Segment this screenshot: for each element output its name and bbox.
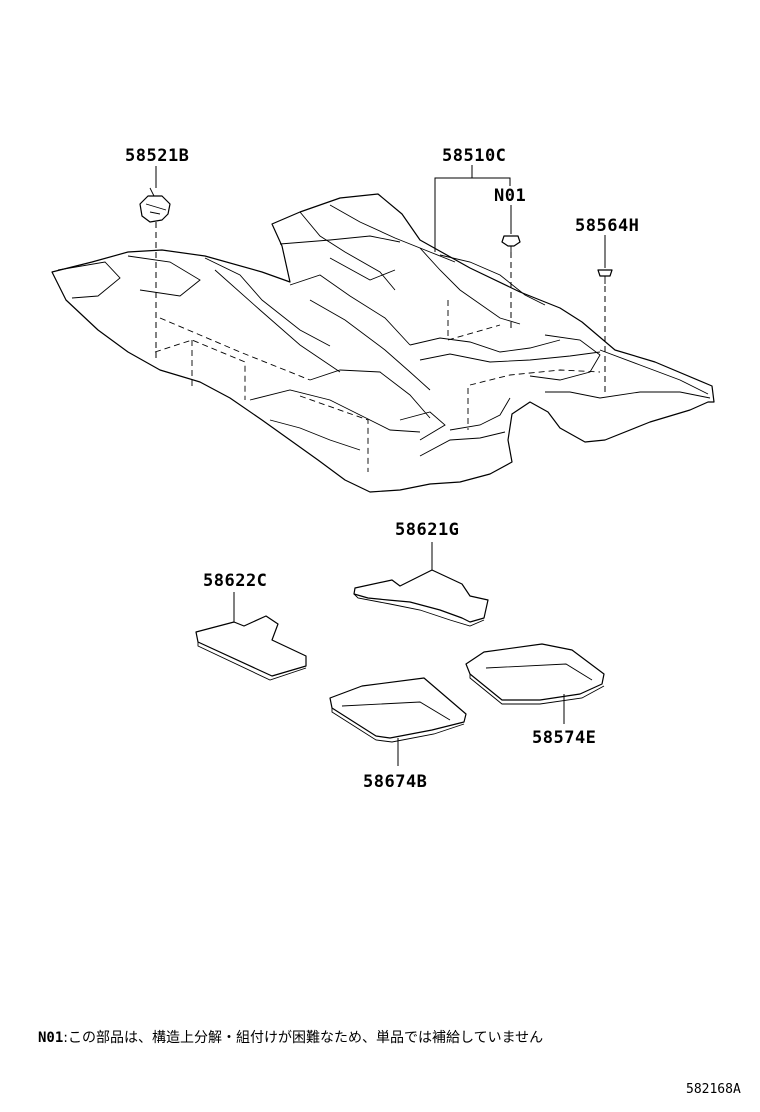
pin-58564H — [597, 269, 613, 284]
mat-58674B — [329, 677, 467, 743]
callout-58564H: 58564H — [575, 216, 640, 236]
callout-58674B: 58674B — [363, 772, 428, 792]
callout-N01: N01 — [494, 186, 527, 206]
mat-58574E — [465, 643, 605, 705]
footnote-code: N01 — [38, 1030, 64, 1046]
figure-id: 582168A — [686, 1082, 741, 1097]
callout-58521B: 58521B — [125, 146, 190, 166]
floor-carpet-assembly — [51, 193, 715, 493]
callout-58622C: 58622C — [203, 571, 268, 591]
footnote: N01:この部品は、構造上分解・組付けが困難なため、単品では補給していません — [38, 1031, 543, 1045]
push-clip-N01 — [501, 235, 521, 252]
plate-58621G — [353, 569, 489, 627]
callout-58621G: 58621G — [395, 520, 460, 540]
clip-58521B — [139, 187, 171, 223]
footnote-text: :この部品は、構造上分解・組付けが困難なため、単品では補給していません — [63, 1030, 544, 1046]
plate-58622C — [195, 615, 307, 681]
callout-58574E: 58574E — [532, 728, 597, 748]
callout-58510C: 58510C — [442, 146, 507, 166]
